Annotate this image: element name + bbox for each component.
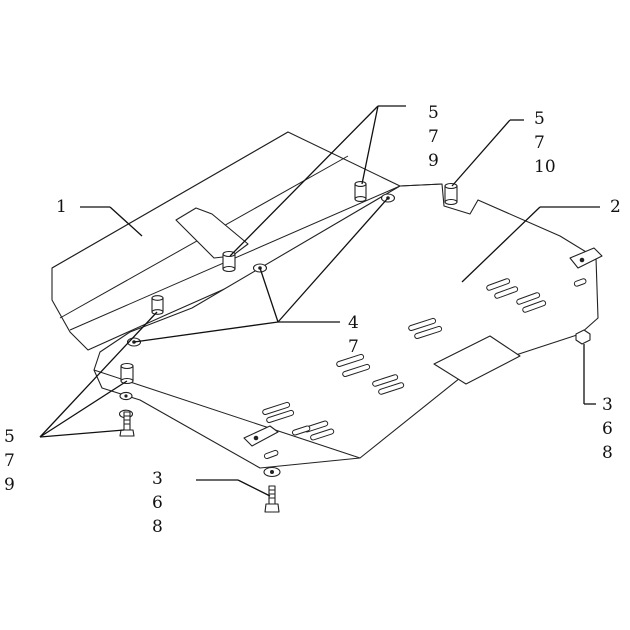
bolt-left	[119, 411, 135, 437]
bushing-left-lower	[120, 362, 134, 385]
callout-number: 7	[534, 133, 545, 153]
callout-number: 6	[152, 493, 163, 513]
callout-top-right: 5 7 10	[534, 109, 556, 177]
callout-number: 2	[610, 197, 621, 217]
callout-center: 4 7	[348, 313, 359, 357]
callout-left-bottom: 5 7 9	[4, 427, 15, 495]
callout-number: 7	[348, 337, 359, 357]
bushing-top-right	[444, 182, 458, 206]
callout-part-1: 1	[56, 197, 67, 217]
callout-number: 10	[534, 157, 556, 177]
callout-number: 7	[4, 451, 15, 471]
callout-number: 5	[428, 103, 439, 123]
callout-number: 3	[602, 395, 613, 415]
spacer-bushings	[120, 181, 458, 385]
part-1-upper-guard	[51, 131, 413, 351]
callout-part-2: 2	[610, 197, 621, 217]
callout-number: 7	[428, 127, 439, 147]
bushing-top-center	[354, 181, 367, 202]
bracket-left	[243, 425, 279, 447]
plate-slots	[262, 278, 587, 460]
bushing-left-upper	[151, 295, 164, 315]
callout-right-bottom: 3 6 8	[602, 395, 613, 463]
callout-number: 9	[428, 151, 439, 171]
callout-number: 5	[4, 427, 15, 447]
washers	[118, 193, 396, 478]
callout-number: 8	[602, 443, 613, 463]
callout-bottom-center: 3 6 8	[152, 469, 163, 537]
leader-lines	[39, 105, 600, 497]
bracket-right	[569, 247, 603, 269]
plate-opening	[433, 335, 521, 385]
callout-number: 5	[534, 109, 545, 129]
callout-number: 6	[602, 419, 613, 439]
callout-number: 3	[152, 469, 163, 489]
callout-number: 8	[152, 517, 163, 537]
callout-number: 1	[56, 197, 67, 217]
callout-number: 9	[4, 475, 15, 495]
callout-number: 4	[348, 313, 359, 333]
nut-right	[575, 329, 591, 345]
bolt-bottom	[264, 485, 280, 513]
bushing-middle	[222, 250, 236, 273]
callout-top-left: 5 7 9	[428, 103, 439, 171]
